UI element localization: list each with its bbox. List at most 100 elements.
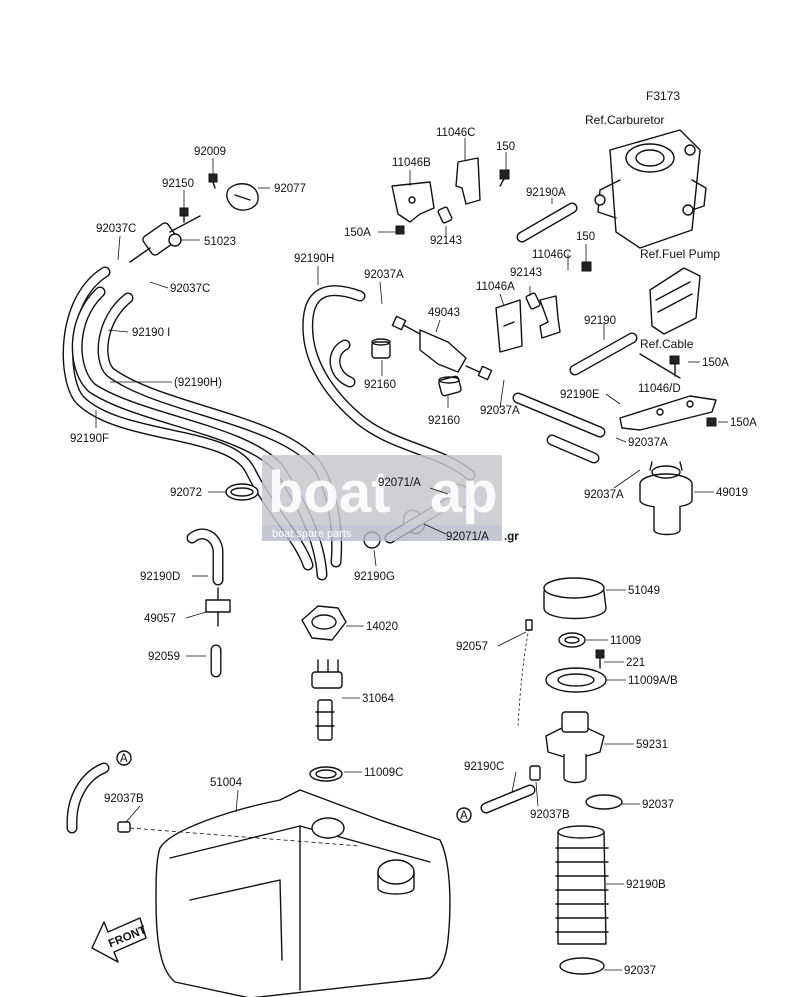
label-92037C-b: 92037C bbox=[170, 283, 210, 295]
hose-92190 bbox=[569, 332, 638, 376]
fuel-tank-51004 bbox=[155, 789, 451, 997]
watermark: boat ap .gr boat spare parts bbox=[262, 455, 519, 543]
hose-92190H bbox=[302, 285, 476, 481]
marker-a-right-label: A bbox=[460, 810, 468, 822]
gasket-11009C bbox=[309, 766, 343, 782]
label-92190E: 92190E bbox=[560, 389, 600, 401]
neck-59231 bbox=[545, 711, 605, 784]
bushing-92160-a bbox=[371, 338, 391, 359]
label-51023: 51023 bbox=[204, 236, 236, 248]
label-92190B: 92190B bbox=[626, 879, 666, 891]
ring-11009AB bbox=[545, 667, 607, 693]
bracket-11046C-right bbox=[539, 295, 561, 339]
label-51004: 51004 bbox=[210, 777, 243, 789]
watermark-main-a: boat bbox=[268, 460, 390, 525]
label-92037A-b: 92037A bbox=[480, 405, 520, 417]
cable-ref bbox=[639, 353, 681, 379]
label-49043: 49043 bbox=[428, 307, 460, 319]
marker-a-left-label: A bbox=[120, 753, 128, 765]
label-150A-b: 150A bbox=[702, 357, 729, 369]
watermark-main-b: ap bbox=[430, 460, 498, 525]
label-14020: 14020 bbox=[366, 621, 398, 633]
hose-92190D bbox=[186, 528, 224, 586]
label-92190C: 92190C bbox=[464, 761, 504, 773]
ref-fuel-pump: Ref.Fuel Pump bbox=[640, 247, 720, 261]
bracket-11046A bbox=[495, 299, 523, 353]
label-150A-a: 150A bbox=[344, 227, 371, 239]
watermark-sub: boat spare parts bbox=[272, 528, 352, 540]
ref-carburetor: Ref.Carburetor bbox=[585, 113, 664, 127]
label-92077: 92077 bbox=[274, 183, 306, 195]
fuel-cock-51023 bbox=[129, 215, 201, 263]
label-92160-b: 92160 bbox=[428, 415, 460, 427]
bolt-150A-mid bbox=[669, 355, 680, 377]
bolt-150A-top bbox=[395, 225, 405, 235]
label-11009: 11009 bbox=[610, 635, 641, 647]
labels: F3173 Ref.Carburetor Ref.Fuel Pump Ref.C… bbox=[70, 89, 757, 977]
hose-92190A bbox=[516, 202, 578, 243]
fitting-92037B-right bbox=[529, 765, 541, 781]
clamp-92037-lower bbox=[559, 957, 605, 975]
bracket-11046B bbox=[391, 181, 435, 223]
marker-a-right: A bbox=[456, 807, 472, 823]
fuel-pump bbox=[649, 267, 701, 335]
label-92190I: 92190 I bbox=[132, 327, 170, 339]
label-11046C: 11046C bbox=[436, 127, 475, 139]
screw-92009 bbox=[208, 173, 218, 189]
label-150-a: 150 bbox=[496, 141, 515, 153]
label-92150: 92150 bbox=[162, 178, 194, 190]
hose-92037B-left bbox=[66, 762, 110, 834]
label-92037B: 92037B bbox=[530, 809, 570, 821]
label-11009C: 11009C bbox=[364, 767, 403, 779]
label-11046A: 11046A bbox=[476, 281, 515, 293]
label-92190H-paren: (92190H) bbox=[174, 377, 222, 389]
ref-cable: Ref.Cable bbox=[640, 337, 694, 351]
clamp-92072 bbox=[225, 483, 259, 501]
bracket-11046D bbox=[619, 395, 717, 431]
label-49019: 49019 bbox=[716, 487, 748, 499]
label-92037C-a: 92037C bbox=[96, 223, 136, 235]
hose-92190C bbox=[480, 784, 536, 814]
bolt-150-top bbox=[499, 169, 510, 187]
label-92071A-b: 92071/A bbox=[446, 531, 489, 543]
label-49057: 49057 bbox=[144, 613, 176, 625]
chain-92057 bbox=[517, 619, 533, 727]
label-92037-b: 92037 bbox=[624, 965, 656, 977]
spacer-92143-right bbox=[525, 292, 541, 310]
fuel-filter-49043 bbox=[391, 315, 493, 381]
watermark-suffix: .gr bbox=[504, 531, 519, 543]
label-11046C-b: 11046C bbox=[532, 249, 571, 261]
spacer-92143-top bbox=[437, 206, 453, 224]
label-92037A-c: 92037A bbox=[628, 437, 668, 449]
label-92190: 92190 bbox=[584, 315, 616, 327]
label-51049: 51049 bbox=[628, 585, 660, 597]
clamp-92037-upper bbox=[585, 794, 623, 810]
cap-51049 bbox=[543, 577, 607, 620]
bracket-11046C bbox=[455, 157, 481, 205]
label-92190H: 92190H bbox=[294, 253, 334, 265]
label-92009: 92009 bbox=[194, 146, 226, 158]
leader-lines bbox=[95, 138, 728, 971]
nut-14020 bbox=[301, 605, 347, 641]
label-92160-a: 92160 bbox=[364, 379, 396, 391]
label-11046B: 11046B bbox=[392, 157, 431, 169]
marker-a-left: A bbox=[116, 750, 132, 766]
valve-49057 bbox=[205, 587, 231, 627]
label-92190G: 92190G bbox=[354, 571, 395, 583]
label-92037A-a: 92037A bbox=[364, 269, 404, 281]
label-11009AB: 11009A/B bbox=[628, 675, 678, 687]
label-92190D: 92190D bbox=[140, 571, 180, 583]
bushing-92160-b bbox=[438, 375, 462, 397]
label-11046D: 11046/D bbox=[638, 383, 681, 395]
label-92037A-d: 92037A bbox=[584, 489, 624, 501]
label-92037B-b: 92037B bbox=[104, 793, 144, 805]
bolt-150A-right bbox=[706, 417, 717, 427]
pickup-31064 bbox=[311, 659, 343, 741]
knob-92077 bbox=[226, 183, 259, 211]
fitting-92037B bbox=[117, 821, 361, 847]
label-92143-a: 92143 bbox=[430, 235, 462, 247]
hose-92190E bbox=[512, 392, 606, 464]
label-150A-c: 150A bbox=[730, 417, 757, 429]
label-92071A-a: 92071/A bbox=[378, 477, 421, 489]
